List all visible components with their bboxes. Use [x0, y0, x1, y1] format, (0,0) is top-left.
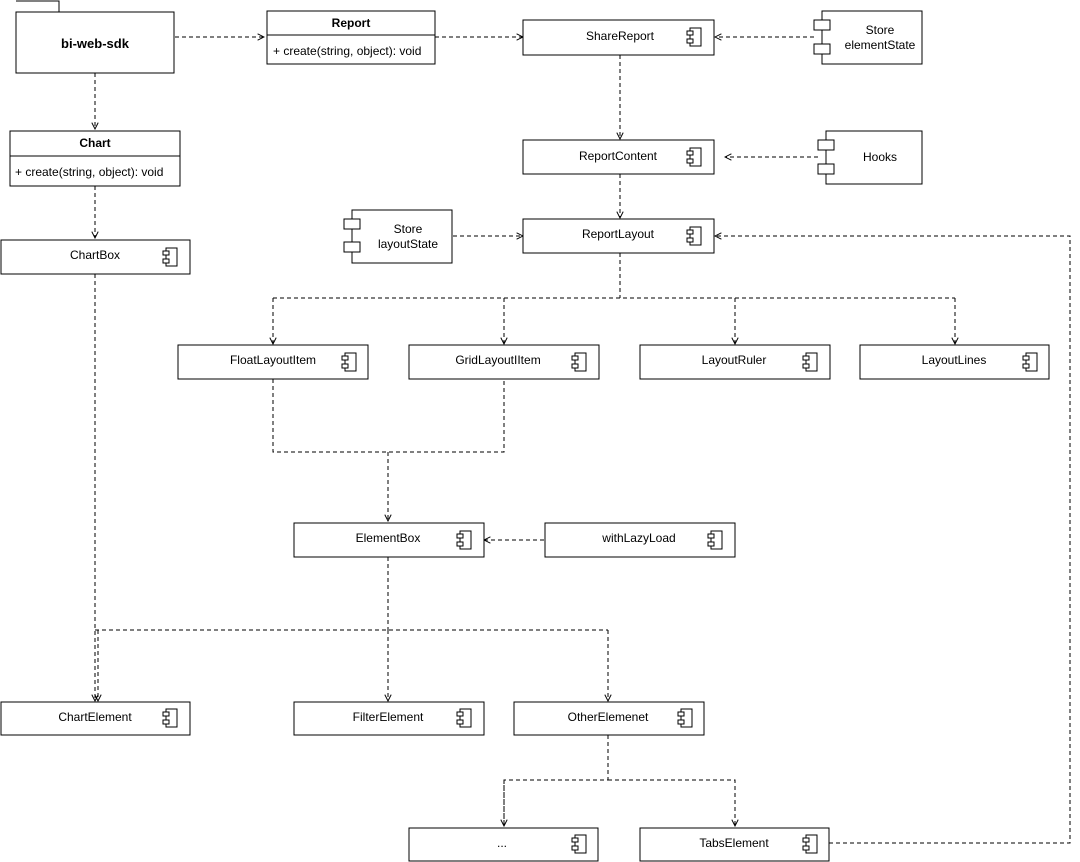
component-chartelement-label: ChartElement: [58, 710, 132, 724]
component-elementbox-label: ElementBox: [356, 531, 421, 545]
component-store-layoutstate[interactable]: Store layoutState: [343, 209, 453, 264]
class-report-method: + create(string, object): void: [273, 44, 421, 58]
class-chart-name: Chart: [79, 136, 110, 150]
component-chartbox[interactable]: ChartBox: [0, 239, 191, 275]
component-ellipsis-label: ...: [497, 836, 507, 850]
component-layoutlines[interactable]: LayoutLines: [859, 344, 1050, 380]
component-sharereport[interactable]: ShareReport: [522, 19, 715, 56]
package-bi-web-sdk[interactable]: bi-web-sdk: [15, 0, 175, 74]
store-layoutstate-line2: layoutState: [378, 237, 438, 251]
component-tabselement-label: TabsElement: [699, 836, 769, 850]
component-hooks[interactable]: Hooks: [817, 130, 923, 185]
component-sharereport-label: ShareReport: [586, 29, 655, 43]
component-store-elementstate[interactable]: Store elementState: [813, 10, 923, 65]
class-report-name: Report: [332, 16, 371, 30]
component-gridlayoutitem-label: GridLayoutIItem: [455, 353, 540, 367]
component-filterelement[interactable]: FilterElement: [293, 701, 485, 736]
component-elementbox[interactable]: ElementBox: [293, 522, 485, 558]
component-layoutruler[interactable]: LayoutRuler: [639, 344, 831, 380]
edge-tabs-to-reportlayout: [715, 236, 1071, 844]
component-floatlayoutitem-label: FloatLayoutItem: [230, 353, 316, 367]
package-title: bi-web-sdk: [61, 36, 130, 51]
component-layoutruler-label: LayoutRuler: [702, 353, 767, 367]
component-layoutlines-label: LayoutLines: [922, 353, 987, 367]
store-layoutstate-line1: Store: [394, 222, 423, 236]
component-filterelement-label: FilterElement: [353, 710, 424, 724]
store-elementstate-line1: Store: [866, 23, 895, 37]
component-gridlayoutitem[interactable]: GridLayoutIItem: [408, 344, 600, 380]
component-reportcontent-label: ReportContent: [579, 149, 658, 163]
component-withlazyload-label: withLazyLoad: [601, 531, 675, 545]
edge-layoutitems-merge: [272, 379, 505, 521]
component-hooks-label: Hooks: [863, 150, 897, 164]
class-report[interactable]: Report + create(string, object): void: [266, 10, 436, 65]
component-reportcontent[interactable]: ReportContent: [522, 139, 715, 175]
component-otherelement[interactable]: OtherElemenet: [513, 701, 705, 736]
component-chartbox-label: ChartBox: [70, 248, 120, 262]
component-floatlayoutitem[interactable]: FloatLayoutItem: [177, 344, 369, 380]
component-tabselement[interactable]: TabsElement: [639, 827, 830, 862]
component-reportlayout[interactable]: ReportLayout: [522, 218, 715, 254]
component-withlazyload[interactable]: withLazyLoad: [544, 522, 736, 558]
component-reportlayout-label: ReportLayout: [582, 227, 655, 241]
component-chartelement[interactable]: ChartElement: [0, 701, 191, 736]
store-elementstate-line2: elementState: [845, 38, 916, 52]
class-chart[interactable]: Chart + create(string, object): void: [9, 130, 181, 187]
edge-reportlayout-fanout: [273, 253, 955, 299]
component-ellipsis[interactable]: ...: [408, 827, 599, 862]
component-otherelement-label: OtherElemenet: [568, 710, 649, 724]
edge-otherelement-fanout: [503, 735, 735, 826]
edge-elementbox-fanout: [95, 557, 608, 631]
dependency-edges: [95, 37, 1071, 844]
class-chart-method: + create(string, object): void: [15, 165, 163, 179]
